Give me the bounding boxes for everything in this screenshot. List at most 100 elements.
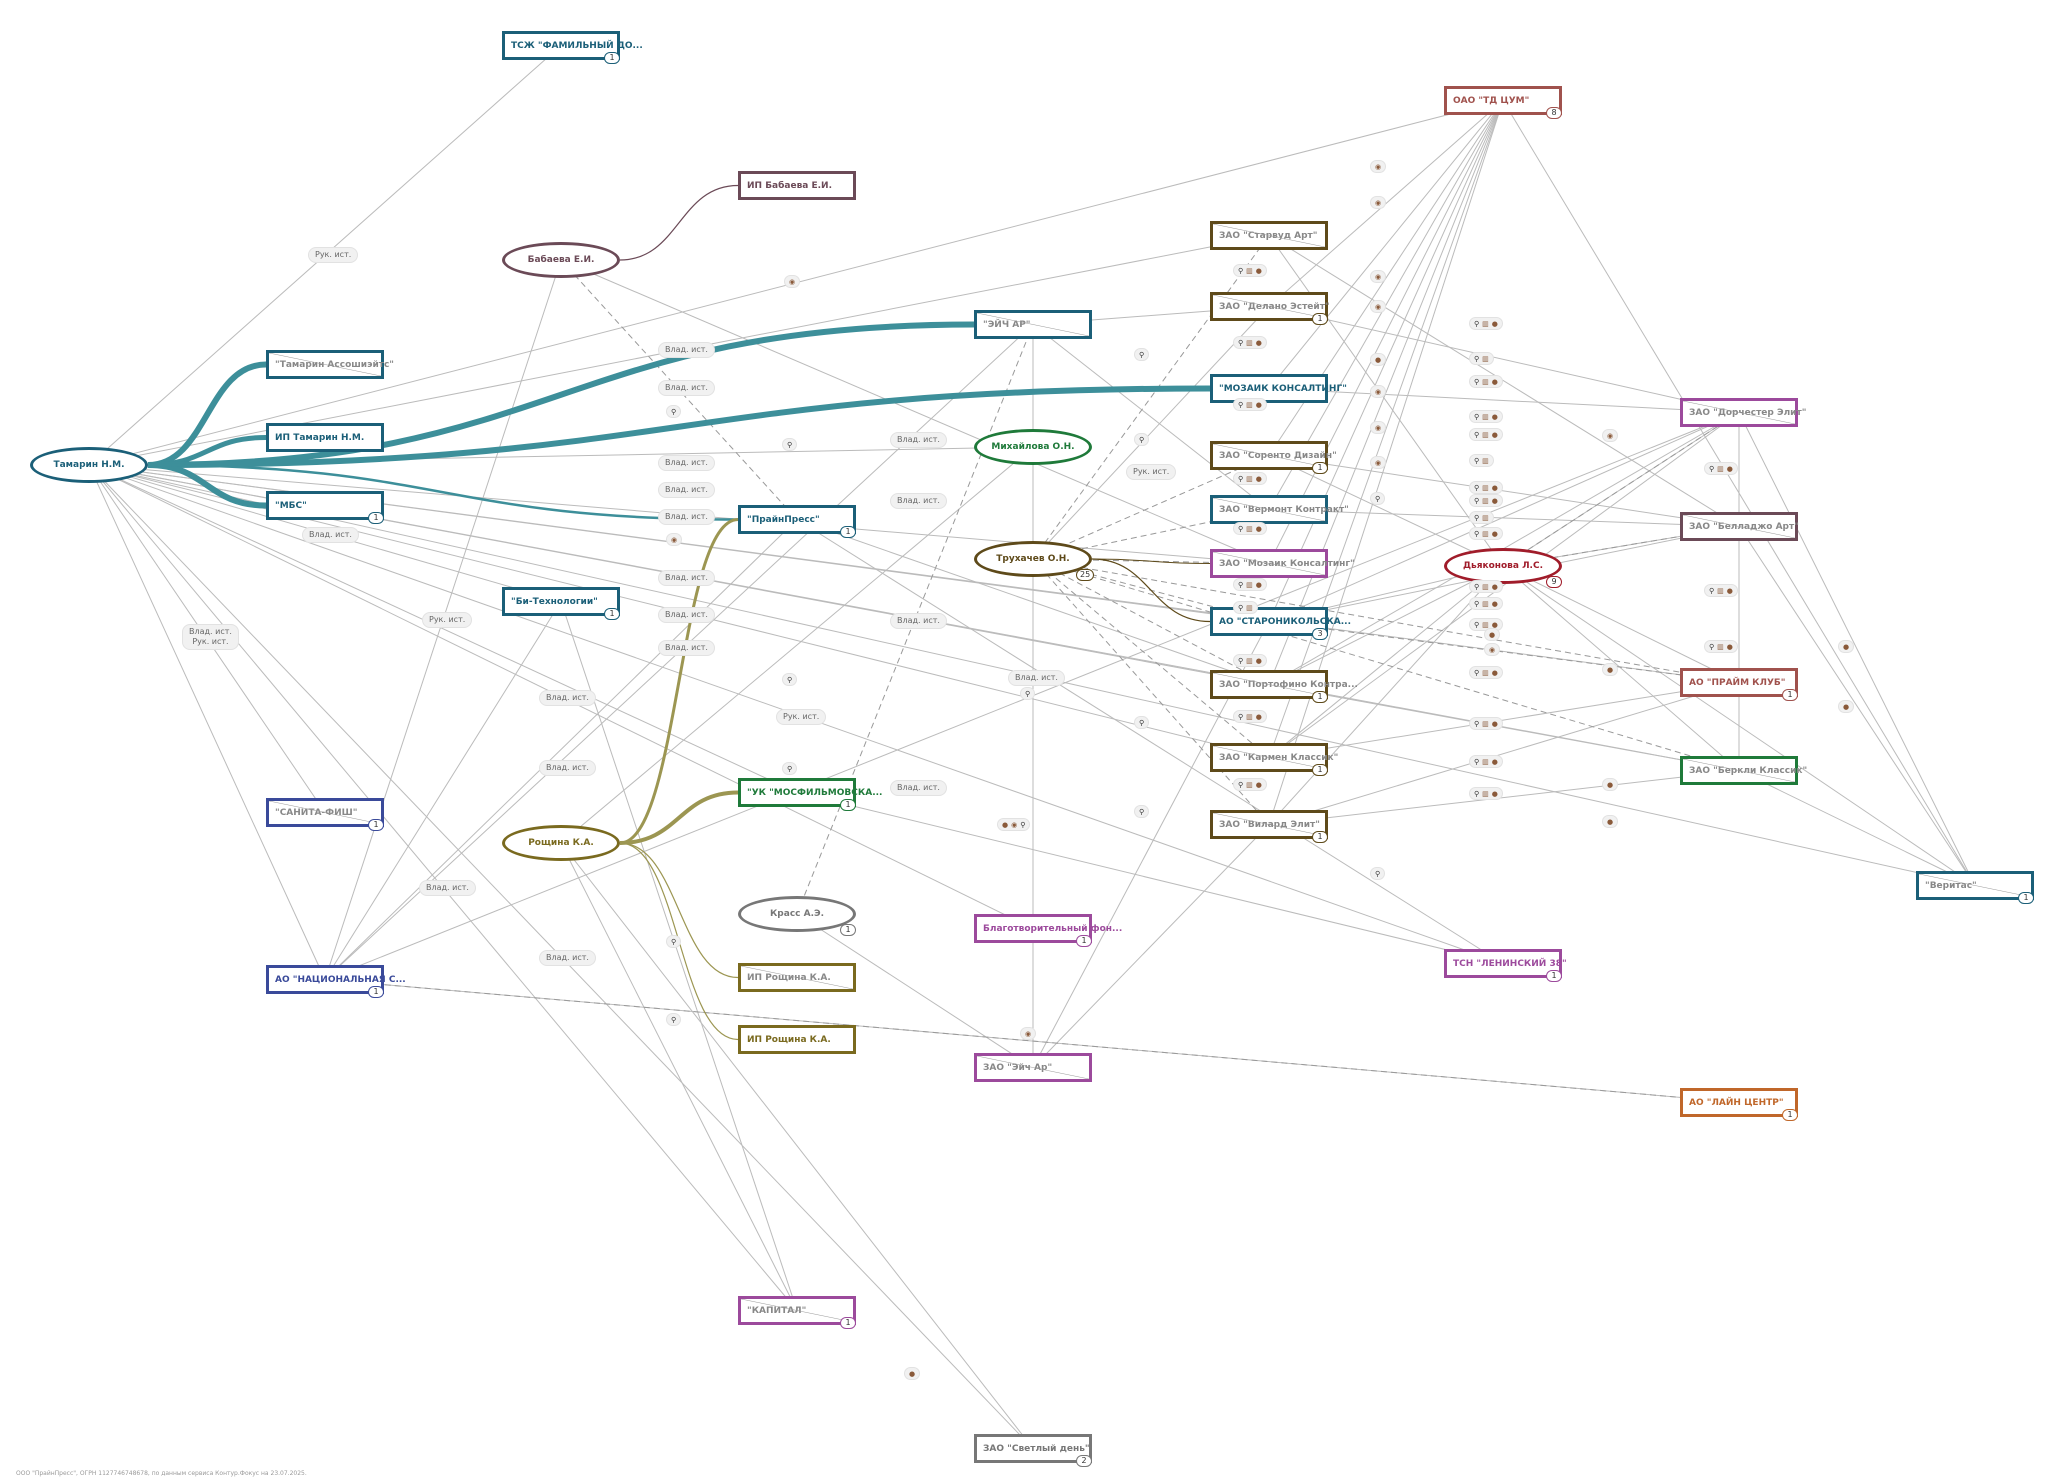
connection-count-badge[interactable]: 1 <box>840 924 856 936</box>
edge-icon-badge[interactable]: ● <box>904 1367 921 1380</box>
edge-icon-badge[interactable]: ◉ <box>1370 196 1387 209</box>
connection-count-badge[interactable]: 1 <box>604 608 620 620</box>
person-node-truhachev[interactable]: Трухачев О.Н. <box>974 541 1092 577</box>
edge-icon-badge[interactable]: ⚲ <box>782 438 798 451</box>
company-node-ip-roshina1[interactable]: ИП Рощина К.А. <box>738 963 856 992</box>
edge-icon-badge[interactable]: ◉ <box>1370 456 1387 469</box>
company-node-zao-eych-ar[interactable]: ЗАО "Эйч Ар" <box>974 1053 1092 1082</box>
edge-icon-badge[interactable]: ◉ <box>666 533 683 546</box>
company-node-ip-roshina2[interactable]: ИП Рощина К.А. <box>738 1025 856 1054</box>
connection-count-badge[interactable]: 1 <box>1312 831 1328 843</box>
connection-count-badge[interactable]: 1 <box>1782 1109 1798 1121</box>
edge-icon-badge[interactable]: ⚲▥● <box>1469 597 1503 610</box>
edge-icon-badge[interactable]: ◉ <box>1370 160 1387 173</box>
edge-icon-badge[interactable]: ⚲▥ <box>1469 352 1494 365</box>
connection-count-badge[interactable]: 3 <box>1312 628 1328 640</box>
edge-icon-badge[interactable]: ⚲▥● <box>1469 580 1503 593</box>
connection-count-badge[interactable]: 1 <box>1312 764 1328 776</box>
company-node-blago[interactable]: Благотворительный фон... <box>974 914 1122 943</box>
company-node-eych-ar[interactable]: "ЭЙЧ АР" <box>974 310 1092 339</box>
edge-icon-badge[interactable]: ● <box>1602 663 1619 676</box>
edge-icon-badge[interactable]: ◉ <box>1370 270 1387 283</box>
company-node-portofino[interactable]: ЗАО "Портофино Контра... <box>1210 670 1358 699</box>
edge-icon-badge[interactable]: ⚲▥● <box>1233 654 1267 667</box>
connection-count-badge[interactable]: 1 <box>1312 313 1328 325</box>
edge-icon-badge[interactable]: ⚲▥● <box>1469 317 1503 330</box>
connection-count-badge[interactable]: 1 <box>840 526 856 538</box>
connection-count-badge[interactable]: 1 <box>368 819 384 831</box>
company-node-uk-mosfilm[interactable]: "УК "МОСФИЛЬМОВСКА... <box>738 778 882 807</box>
edge-icon-badge[interactable]: ⚲▥● <box>1704 640 1738 653</box>
company-node-mozaik2[interactable]: ЗАО "Мозаик Консалтинг" <box>1210 549 1355 578</box>
company-node-vermont[interactable]: ЗАО "Вермонт Контракт" <box>1210 495 1349 524</box>
edge-icon-badge[interactable]: ● <box>1484 628 1501 641</box>
company-node-tdcum[interactable]: ОАО "ТД ЦУМ" <box>1444 86 1562 115</box>
company-node-ip-tamarin[interactable]: ИП Тамарин Н.М. <box>266 423 384 452</box>
edge-icon-badge[interactable]: ◉ <box>1484 643 1501 656</box>
company-node-starvud[interactable]: ЗАО "Старвуд Арт" <box>1210 221 1328 250</box>
company-node-bi-tech[interactable]: "Би-Технологии" <box>502 587 620 616</box>
company-node-tszh[interactable]: ТСЖ "ФАМИЛЬНЫЙ ДО... <box>502 31 643 60</box>
edge-icon-badge[interactable]: ● <box>1602 815 1619 828</box>
edge-icon-badge[interactable]: ⚲ <box>1370 867 1386 880</box>
connection-count-badge[interactable]: 1 <box>1546 970 1562 982</box>
company-node-staronik[interactable]: АО "СТАРОНИКОЛЬСКА... <box>1210 607 1351 636</box>
connection-count-badge[interactable]: 1 <box>840 1317 856 1329</box>
edge-icon-badge[interactable]: ⚲▥● <box>1469 666 1503 679</box>
edge-icon-badge[interactable]: ⚲ <box>666 935 682 948</box>
person-node-krass[interactable]: Красс А.Э. <box>738 896 856 932</box>
company-node-tamarin-assoc[interactable]: "Тамарин Ассошиэйтс" <box>266 350 394 379</box>
edge-icon-badge[interactable]: ⚲▥● <box>1233 264 1267 277</box>
edge-icon-badge[interactable]: ⚲▥● <box>1469 428 1503 441</box>
company-node-karmen[interactable]: ЗАО "Кармен Классик" <box>1210 743 1338 772</box>
edge-icon-badge[interactable]: ⚲ <box>782 673 798 686</box>
company-node-sorrento[interactable]: ЗАО "Соренто Дизайн" <box>1210 441 1337 470</box>
company-node-kapital[interactable]: "КАПИТАЛ" <box>738 1296 856 1325</box>
person-node-mihaylova[interactable]: Михайлова О.Н. <box>974 429 1092 465</box>
edge-icon-badge[interactable]: ⚲▥● <box>1469 755 1503 768</box>
person-node-roshina[interactable]: Рощина К.А. <box>502 825 620 861</box>
edge-icon-badge[interactable]: ⚲▥● <box>1233 778 1267 791</box>
company-node-ip-babaeva[interactable]: ИП Бабаева Е.И. <box>738 171 856 200</box>
edge-icon-badge[interactable]: ⚲ <box>1370 492 1386 505</box>
edge-icon-badge[interactable]: ◉ <box>784 275 801 288</box>
connection-count-badge[interactable]: 9 <box>1546 576 1562 588</box>
connection-count-badge[interactable]: 2 <box>1076 1455 1092 1467</box>
edge-icon-badge[interactable]: ⚲▥● <box>1704 462 1738 475</box>
company-node-svetly[interactable]: ЗАО "Светлый день" <box>974 1434 1092 1463</box>
person-node-dyakonova[interactable]: Дьяконова Л.С. <box>1444 548 1562 584</box>
connection-count-badge[interactable]: 1 <box>2018 892 2034 904</box>
edge-icon-badge[interactable]: ⚲▥● <box>1704 584 1738 597</box>
edge-icon-badge[interactable]: ⚲▥● <box>1233 398 1267 411</box>
edge-icon-badge[interactable]: ⚲▥● <box>1469 717 1503 730</box>
connection-count-badge[interactable]: 1 <box>840 799 856 811</box>
edge-icon-badge[interactable]: ⚲▥● <box>1233 336 1267 349</box>
edge-icon-badge[interactable]: ⚲▥● <box>1233 710 1267 723</box>
connection-count-badge[interactable]: 1 <box>368 986 384 998</box>
edge-icon-badge[interactable]: ● <box>1602 778 1619 791</box>
edge-icon-badge[interactable]: ●◉⚲ <box>997 818 1031 831</box>
connection-count-badge[interactable]: 25 <box>1076 569 1095 581</box>
edge-icon-badge[interactable]: ⚲▥● <box>1233 522 1267 535</box>
edge-icon-badge[interactable]: ⚲ <box>1134 716 1150 729</box>
edge-icon-badge[interactable]: ◉ <box>1020 1027 1037 1040</box>
company-node-dorchester[interactable]: ЗАО "Дорчестер Элит" <box>1680 398 1806 427</box>
edge-icon-badge[interactable]: ⚲▥ <box>1469 454 1494 467</box>
connection-count-badge[interactable]: 1 <box>604 52 620 64</box>
edge-icon-badge[interactable]: ⚲ <box>666 1013 682 1026</box>
edge-icon-badge[interactable]: ⚲ <box>1134 805 1150 818</box>
company-node-tsn[interactable]: ТСН "ЛЕНИНСКИЙ 38" <box>1444 949 1567 978</box>
edge-icon-badge[interactable]: ● <box>1370 353 1387 366</box>
connection-count-badge[interactable]: 1 <box>368 512 384 524</box>
edge-icon-badge[interactable]: ◉ <box>1370 385 1387 398</box>
edge-icon-badge[interactable]: ⚲▥ <box>1233 601 1258 614</box>
edge-icon-badge[interactable]: ⚲ <box>1134 433 1150 446</box>
connection-count-badge[interactable]: 1 <box>1782 689 1798 701</box>
edge-icon-badge[interactable]: ⚲▥● <box>1233 472 1267 485</box>
company-node-veritas[interactable]: "Веритас" <box>1916 871 2034 900</box>
company-node-praym-club[interactable]: АО "ПРАЙМ КЛУБ" <box>1680 668 1798 697</box>
edge-icon-badge[interactable]: ● <box>1838 700 1855 713</box>
edge-icon-badge[interactable]: ⚲▥● <box>1469 481 1503 494</box>
edge-icon-badge[interactable]: ⚲▥● <box>1469 410 1503 423</box>
connection-count-badge[interactable]: 1 <box>1076 935 1092 947</box>
